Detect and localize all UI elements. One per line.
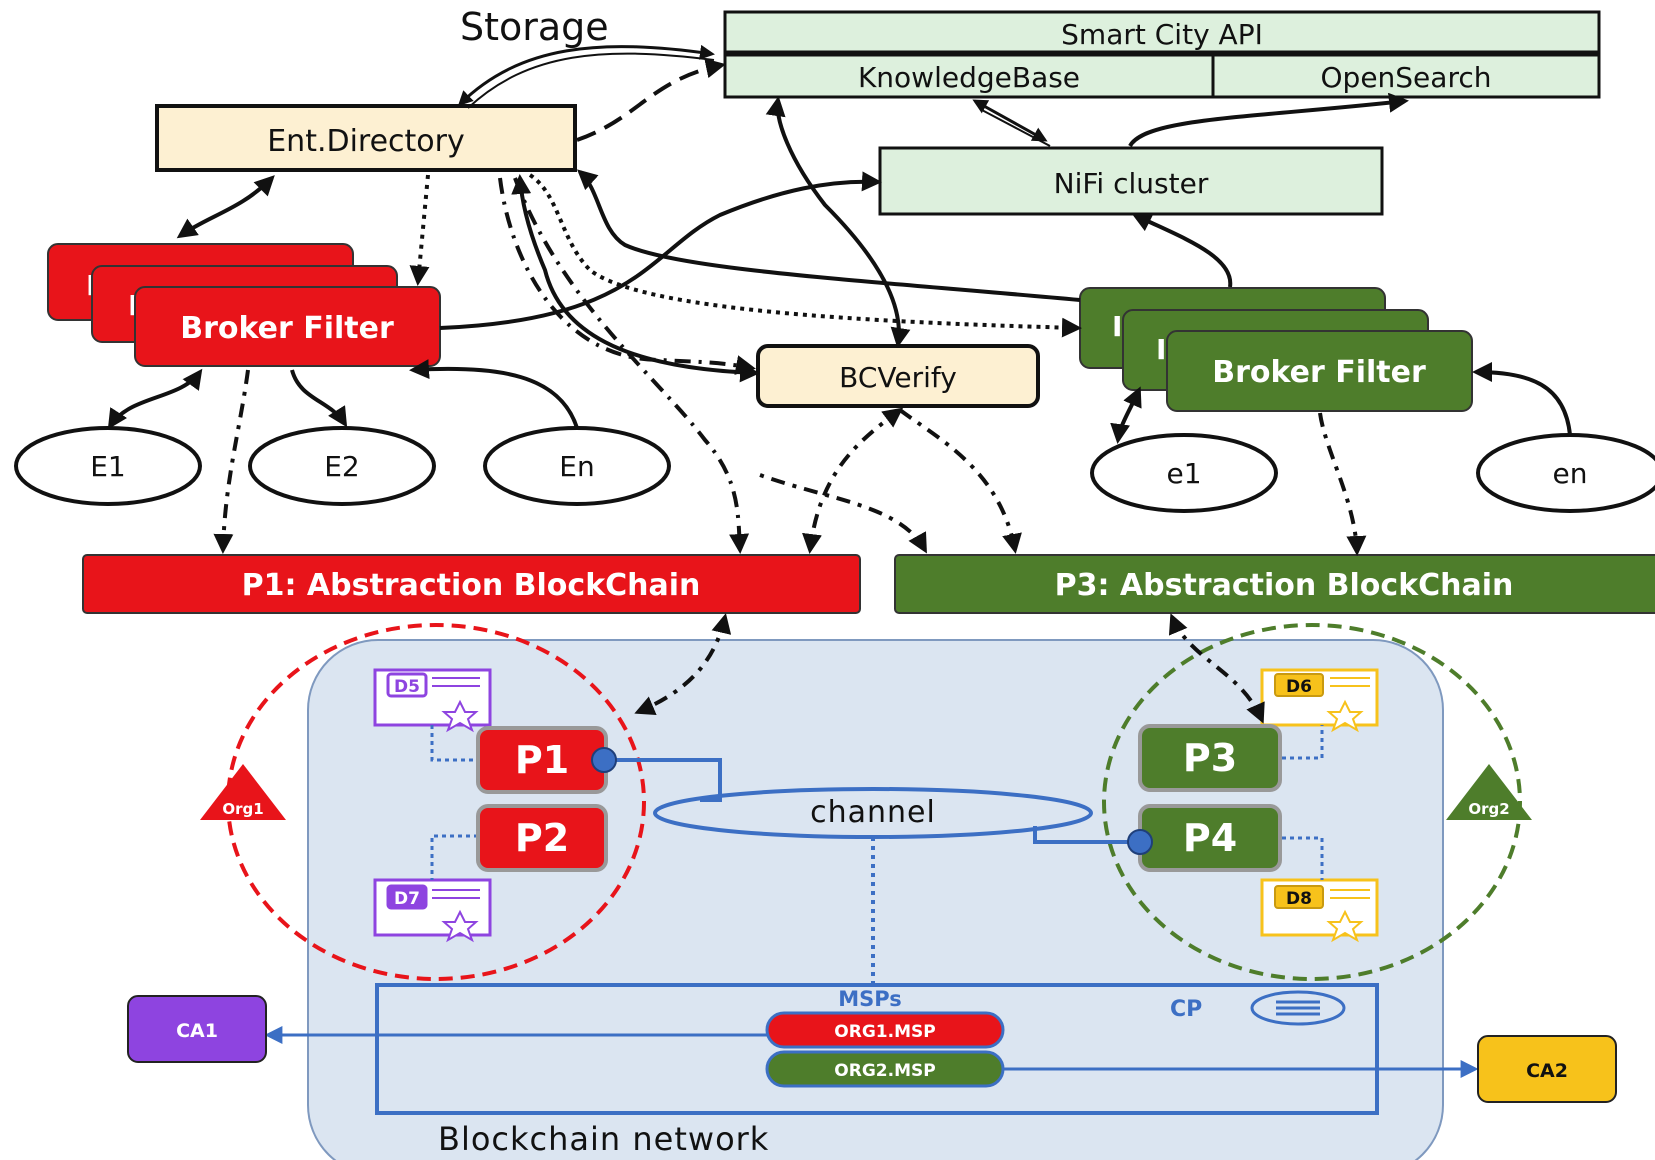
svg-text:I: I [1112,310,1122,343]
broker-e2-arrow [290,369,348,428]
blockchain-network-label: Blockchain network [438,1120,769,1158]
svg-text:En: En [559,450,594,483]
channel-label: channel [810,795,936,830]
rightbroker-p3bar-dashdot-arrow [1318,412,1367,556]
knowledgebase-box [723,53,1215,99]
svg-text:ORG1.MSP: ORG1.MSP [834,1022,935,1042]
svg-text:D7: D7 [394,889,420,909]
bcverify-p3bar-dashdot-arrow [898,408,1022,554]
entdir-bcverify-dashdot-arrow [498,177,756,375]
msps-title: MSPs [838,987,902,1011]
svg-text:D6: D6 [1286,677,1312,697]
svg-text:Smart City API: Smart City API [1061,18,1263,51]
svg-text:E2: E2 [324,450,360,483]
peer-p1: P1 [476,726,617,794]
cp-icon [1250,990,1346,1026]
org2-boundary [1102,623,1522,981]
ca1-box [127,995,267,1063]
entdir-broker-dotted-arrow [409,174,430,286]
svg-text:KnowledgeBase: KnowledgeBase [858,61,1080,94]
cp-label: CP [1170,997,1202,1022]
bcverify-entdir-arrow [511,174,760,383]
svg-text:P1: P1 [515,738,569,782]
svg-text:E1: E1 [90,450,126,483]
svg-text:Ent.Directory: Ent.Directory [267,124,465,159]
peer-p4: P4 [1127,804,1282,872]
ledger-d5-icon: D5 [373,668,492,733]
right-broker-filter-label: Broker Filter [1212,355,1426,390]
rightbroker-e1-arrow [1110,386,1142,444]
svg-text:CA2: CA2 [1526,1060,1568,1082]
entity-e1-right: e1 [1090,433,1278,513]
bcverify-kb-arrow [765,96,911,348]
en-broker-arrow [409,359,579,429]
svg-text:I: I [128,289,138,322]
msp-box [375,983,1379,1115]
org1-msp [765,1011,1005,1049]
kb-nifi-double-arrow [972,99,1048,142]
p1-d5-link [430,725,478,762]
p1-channel-link [600,758,722,802]
p4-channel-link [1033,826,1140,844]
svg-text:D8: D8 [1286,889,1312,909]
nifi-cluster-box [878,146,1384,216]
entdir-p1bar-dashdot-arrow [513,177,750,554]
p1-abstraction-bar [82,554,861,614]
org1-label: Org1 [222,800,263,818]
svg-text:e1: e1 [1166,457,1201,490]
entity-e1: E1 [14,426,202,506]
svg-text:NiFi cluster: NiFi cluster [1054,167,1209,200]
entity-e2: E2 [248,426,436,506]
leftbroker-p1bar-dashdot-arrow [213,369,250,554]
ca2-box [1477,1035,1617,1103]
p4-d8-link [1282,836,1324,880]
broker-e1-arrow [107,368,203,430]
nifi-opensearch-arrow [1128,92,1409,148]
bcverify-p1bar-dashdot-arrow [802,407,904,554]
ledger-d8-icon: D8 [1260,878,1379,943]
svg-text:CA1: CA1 [176,1020,218,1042]
svg-text:BCVerify: BCVerify [839,361,957,394]
peer-p2: P2 [476,804,608,872]
svg-text:en: en [1553,457,1588,490]
svg-text:P2: P2 [515,816,569,860]
entity-en: En [483,426,671,506]
left-broker-filter-label: Broker Filter [180,311,394,346]
p2-d7-link [430,834,478,880]
en-rightbroker-arrow [1472,362,1572,436]
p3-d6-link [1282,725,1324,760]
opensearch-box [1211,53,1601,99]
smart-city-api-box [723,10,1601,54]
right-broker-filter [1166,330,1473,412]
ent-directory-box [155,104,577,172]
entdir-brokers-arrow [176,175,275,239]
storage-label: Storage [460,5,609,49]
storage-double-arrow [457,44,715,107]
peer-p3: P3 [1138,724,1282,792]
svg-text:OpenSearch: OpenSearch [1321,61,1492,94]
svg-text:D5: D5 [394,677,420,697]
svg-text:P3: P3 [1183,736,1237,780]
connector-arrows [107,44,1572,724]
org2-label: Org2 [1468,800,1509,818]
p3-abstraction-bar [894,554,1655,614]
entdir-p3bar-dashdot-arrow [759,473,927,554]
entdir-api-dashed-arrow [576,58,726,142]
ledger-d7-icon: D7 [373,878,492,943]
svg-text:P1: Abstraction BlockChain: P1: Abstraction BlockChain [242,568,701,603]
org1-triangle [200,764,286,820]
svg-text:P4: P4 [1183,816,1237,860]
svg-text:P3: Abstraction BlockChain: P3: Abstraction BlockChain [1055,568,1514,603]
svg-text:ORG2.MSP: ORG2.MSP [834,1061,935,1081]
rightbroker-nifi-arrow [1131,213,1233,288]
org2-triangle [1446,764,1532,820]
ledger-d6-icon: D6 [1260,668,1379,733]
svg-text:I: I [1156,333,1166,366]
entity-en-right: en [1476,433,1655,513]
